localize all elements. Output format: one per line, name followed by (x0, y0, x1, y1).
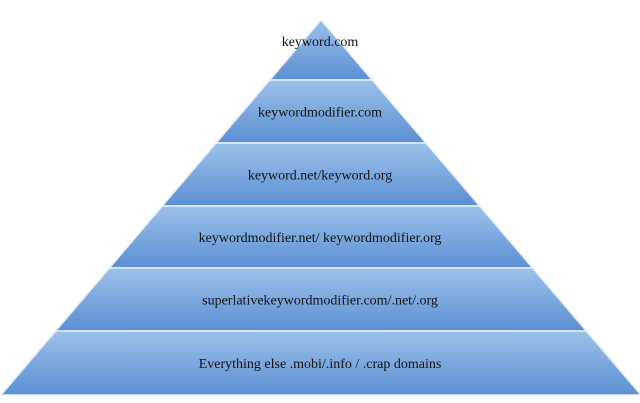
tier-label-3: keyword.net/keyword.org (248, 169, 392, 184)
tier-label-5: superlativekeywordmodifier.com/.net/.org (202, 294, 438, 309)
pyramid-tier-6 (0, 330, 640, 396)
pyramid-labels: keyword.com keywordmodifier.com keyword.ne… (199, 35, 442, 372)
tier-label-6: Everything else .mobi/.info / .crap doma… (199, 357, 442, 372)
pyramid-tier-1 (268, 18, 374, 81)
pyramid-tiers (0, 18, 640, 396)
tier-label-4: keywordmodifier.net/ keywordmodifier.org (199, 231, 442, 246)
tier-label-1: keyword.com (282, 35, 359, 50)
tier-label-2: keywordmodifier.com (258, 106, 382, 121)
